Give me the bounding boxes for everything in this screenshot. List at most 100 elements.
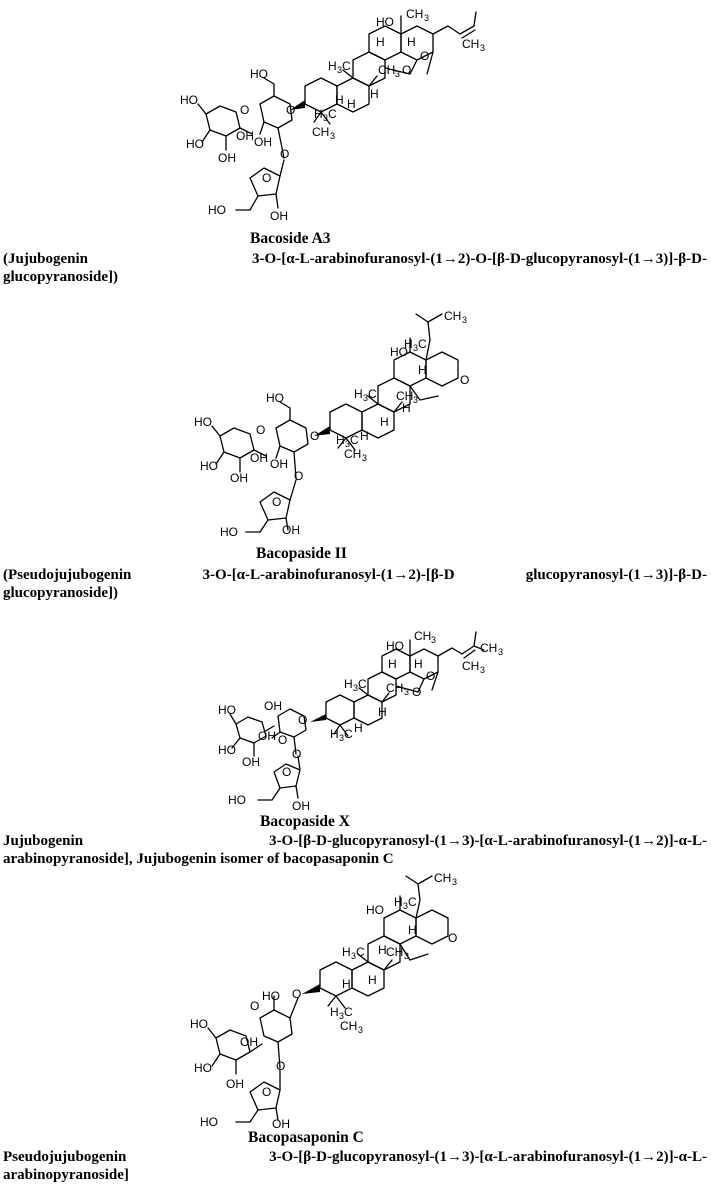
svg-text:H: H (360, 429, 369, 443)
svg-text:OH: OH (242, 755, 260, 769)
svg-text:3: 3 (462, 315, 467, 325)
svg-text:HO: HO (194, 1061, 212, 1075)
svg-text:3: 3 (404, 951, 409, 961)
svg-text:O: O (280, 147, 289, 161)
svg-text:CH: CH (462, 37, 479, 51)
svg-text:H: H (342, 977, 351, 991)
svg-text:OH: OH (236, 129, 254, 143)
svg-text:C: C (350, 433, 359, 447)
svg-text:O: O (292, 747, 301, 761)
svg-text:HO: HO (386, 639, 404, 653)
svg-text:H: H (354, 721, 363, 735)
svg-text:OH: OH (264, 699, 282, 713)
compound-name-bacopasaponin-c: Bacopasaponin C (248, 1129, 364, 1146)
svg-text:O: O (412, 685, 421, 699)
svg-text:CH: CH (462, 659, 479, 673)
svg-text:3: 3 (403, 901, 408, 911)
svg-text:HO: HO (200, 459, 218, 473)
aglycone-label: Pseudojujubogenin (3, 1149, 127, 1165)
compound-name-bacopaside-x: Bacopaside X (260, 813, 350, 830)
svg-text:C: C (358, 677, 367, 691)
svg-text:CH: CH (386, 681, 403, 695)
svg-text:O: O (276, 1059, 285, 1073)
svg-text:O: O (448, 931, 457, 945)
svg-text:3: 3 (431, 635, 436, 645)
svg-text:OH: OH (230, 471, 248, 485)
svg-text:CH: CH (396, 389, 413, 403)
svg-text:O: O (420, 49, 429, 63)
svg-text:OH: OH (258, 729, 276, 743)
svg-text:H: H (330, 727, 339, 741)
svg-text:HO: HO (218, 703, 236, 717)
svg-text:C: C (344, 1005, 353, 1019)
svg-text:HO: HO (190, 1017, 208, 1031)
svg-text:CH: CH (480, 641, 497, 655)
svg-text:OH: OH (292, 799, 310, 810)
svg-text:O: O (298, 713, 307, 727)
svg-text:O: O (292, 987, 301, 1001)
svg-text:OH: OH (226, 1077, 244, 1091)
svg-text:H: H (380, 415, 389, 429)
svg-text:CH: CH (444, 309, 461, 323)
svg-text:3: 3 (480, 43, 485, 53)
svg-text:O: O (402, 63, 411, 77)
svg-text:HO: HO (208, 203, 226, 217)
svg-text:O: O (426, 669, 435, 683)
svg-text:C: C (408, 895, 417, 909)
svg-text:O: O (310, 429, 319, 443)
svg-text:H: H (418, 363, 427, 377)
svg-text:OH: OH (272, 1117, 290, 1130)
aglycone-label: (Jujubogenin (3, 251, 89, 267)
svg-text:O: O (286, 103, 295, 117)
svg-text:HO: HO (186, 137, 204, 151)
svg-text:H: H (344, 677, 353, 691)
svg-text:H: H (342, 945, 351, 959)
svg-text:HO: HO (366, 903, 384, 917)
glycoside-chain-text: 3-O-[α-L-arabinofuranosyl-(1→2)-O-[β-D-g… (252, 251, 707, 267)
svg-text:H: H (376, 35, 385, 49)
svg-text:HO: HO (376, 15, 394, 29)
svg-text:H: H (336, 433, 345, 447)
svg-text:O: O (250, 999, 259, 1013)
svg-text:C: C (356, 945, 365, 959)
svg-text:H: H (388, 657, 397, 671)
svg-text:OH: OH (270, 209, 288, 223)
svg-text:CH: CH (386, 945, 403, 959)
svg-text:3: 3 (424, 13, 429, 23)
svg-text:C: C (344, 727, 353, 741)
svg-text:HO: HO (262, 989, 280, 1003)
svg-text:CH: CH (414, 629, 431, 643)
svg-text:3: 3 (351, 951, 356, 961)
svg-text:O: O (262, 1085, 271, 1099)
svg-text:3: 3 (337, 65, 342, 75)
svg-text:3: 3 (323, 113, 328, 123)
svg-text:HO: HO (180, 93, 198, 107)
svg-text:CH: CH (344, 447, 361, 461)
svg-text:H: H (335, 93, 344, 107)
svg-text:OH: OH (270, 457, 288, 471)
svg-text:HO: HO (228, 793, 246, 807)
svg-text:HO: HO (200, 1115, 218, 1129)
svg-text:3: 3 (358, 1025, 363, 1035)
svg-text:CH: CH (406, 8, 423, 21)
svg-text:C: C (418, 337, 427, 351)
svg-text:3: 3 (363, 393, 368, 403)
svg-text:H: H (414, 657, 423, 671)
svg-text:3: 3 (480, 665, 485, 675)
glycoside-chain-text-continued: glucopyranoside]) (3, 269, 119, 285)
svg-text:H: H (370, 87, 379, 101)
glycoside-chain-text-continued: glucopyranoside]) (3, 585, 119, 601)
svg-text:H: H (314, 107, 323, 121)
svg-text:3: 3 (413, 343, 418, 353)
svg-text:CH: CH (312, 125, 329, 139)
svg-text:3: 3 (362, 453, 367, 463)
svg-text:H: H (347, 97, 356, 111)
svg-text:O: O (240, 103, 249, 117)
svg-text:3: 3 (330, 131, 335, 141)
svg-text:HO: HO (220, 525, 238, 536)
svg-text:O: O (460, 373, 469, 387)
